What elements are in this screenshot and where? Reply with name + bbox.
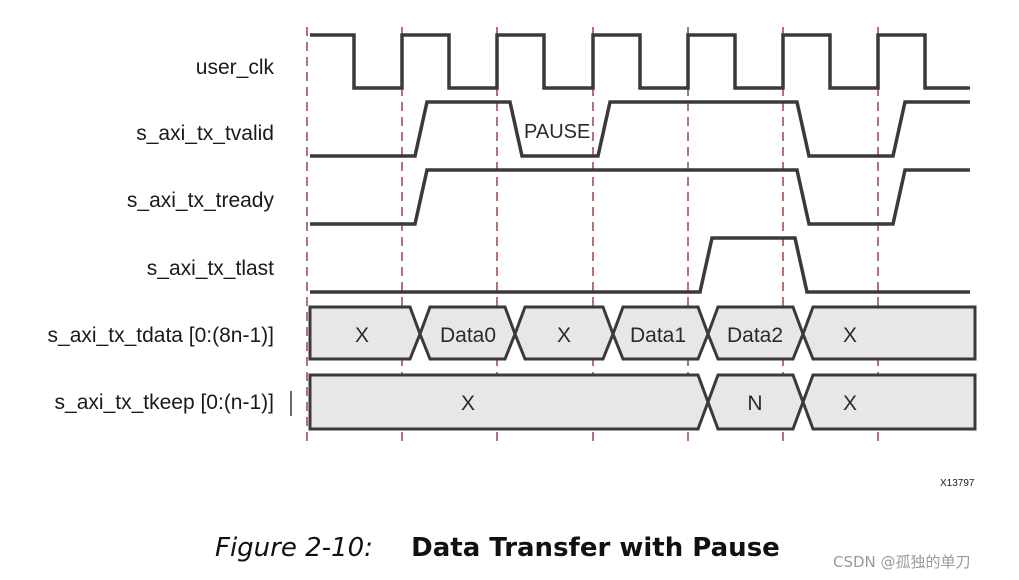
signal-label-tready: s_axi_tx_tready: [127, 189, 275, 212]
tdata-value: X: [843, 324, 857, 347]
tkeep-segment: [308, 373, 710, 431]
signal-label-tkeep: s_axi_tx_tkeep [0:(n-1)]: [55, 391, 274, 414]
tlast-waveform: [310, 236, 970, 294]
signal-label-tdata: s_axi_tx_tdata [0:(8n-1)]: [48, 324, 274, 347]
figure-title: Data Transfer with Pause: [411, 533, 780, 563]
tdata-value: X: [355, 324, 369, 347]
figure-id: X13797: [940, 478, 975, 489]
tkeep-value: X: [843, 392, 857, 415]
tkeep-bus: X N X: [308, 373, 977, 431]
figure-caption: Figure 2-10: Data Transfer with Pause: [215, 533, 780, 563]
signal-label-user-clk: user_clk: [196, 56, 275, 79]
tready-waveform: [310, 168, 970, 226]
tdata-segment: [308, 305, 422, 361]
tkeep-value: N: [747, 392, 762, 415]
user-clk-waveform: [310, 33, 970, 90]
tdata-segment: [801, 305, 977, 361]
figure-number: Figure 2-10:: [215, 533, 373, 563]
signal-label-tvalid: s_axi_tx_tvalid: [136, 122, 274, 145]
tdata-bus: X Data0 X Data1 Data2 X: [308, 305, 977, 361]
tdata-value: Data2: [727, 324, 783, 347]
tvalid-waveform: [310, 100, 970, 158]
pause-annotation: PAUSE: [524, 121, 590, 143]
tdata-value: Data1: [630, 324, 686, 347]
tkeep-value: X: [461, 392, 475, 415]
tdata-value: Data0: [440, 324, 496, 347]
tdata-value: X: [557, 324, 571, 347]
tkeep-segment: [801, 373, 977, 431]
watermark: CSDN @孤独的单刀: [833, 553, 971, 571]
signal-label-tlast: s_axi_tx_tlast: [147, 257, 274, 280]
